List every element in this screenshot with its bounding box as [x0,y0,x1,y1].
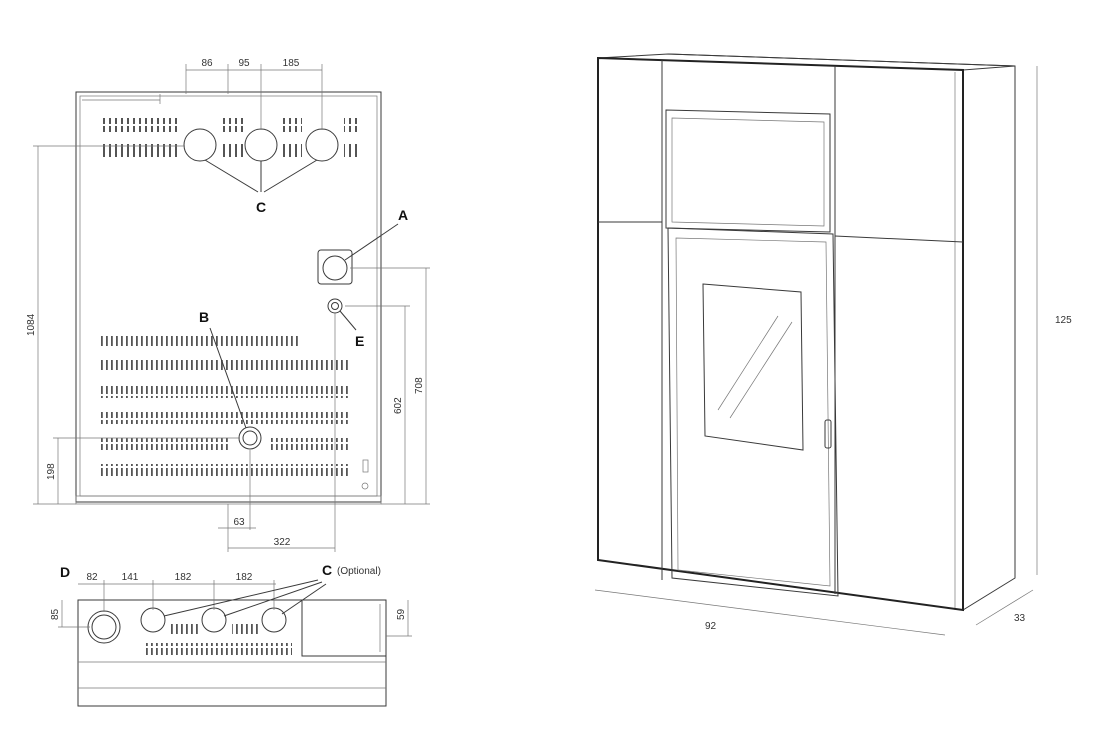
dim-82: 82 [86,572,98,583]
rear-panel-base [75,495,382,505]
label-a: A [398,207,408,223]
stove-front-face [597,56,964,612]
dim-width: 92 [705,621,717,632]
label-d: D [60,564,70,580]
hole-c-1 [183,128,217,162]
vent-slots [100,143,180,157]
hole-c-opt-1 [140,607,166,633]
rear-view: C 86 95 185 A E B [26,58,430,552]
dim-322: 322 [274,537,291,548]
door-glass [702,283,804,451]
stove-door [667,227,839,597]
vent-slots [100,118,180,132]
label-e: E [355,333,364,349]
outlet-a [322,255,348,281]
label-c-optional: C [322,562,332,578]
dim-59: 59 [396,608,407,620]
dim-182b: 182 [236,572,253,583]
dim-708: 708 [414,377,425,394]
dim-198: 198 [46,463,57,480]
outlet-a-frame [317,249,353,285]
hole-c-2 [244,128,278,162]
dim-602: 602 [393,397,404,414]
hole-c-opt-3 [261,607,287,633]
top-view-box [301,599,387,657]
upper-panel [665,109,831,233]
label-b: B [199,309,209,325]
dim-185: 185 [283,58,300,69]
hole-c-3 [305,128,339,162]
dimension-line [594,589,946,636]
label-optional-note: (Optional) [337,566,381,577]
dim-height: 125 [1055,315,1072,326]
top-view: 82 141 182 182 85 59 D C (Optional) [50,562,412,707]
perspective-view: 125 92 33 [594,53,1072,636]
dim-85: 85 [50,608,61,620]
hole-d [87,610,121,644]
dim-86: 86 [201,58,213,69]
dim-depth: 33 [1014,613,1026,624]
label-c: C [256,199,266,215]
vent-slots-lower [100,334,300,346]
hole-e [327,298,343,314]
dim-182a: 182 [175,572,192,583]
dim-95: 95 [238,58,250,69]
dim-63: 63 [233,517,245,528]
hole-b [238,426,262,450]
rear-panel-outline [75,91,382,503]
dim-1084: 1084 [26,313,37,336]
door-handle [824,419,832,449]
hole-c-opt-2 [201,607,227,633]
dim-141: 141 [122,572,139,583]
dimension-line [975,589,1034,626]
leader-line [204,159,259,193]
